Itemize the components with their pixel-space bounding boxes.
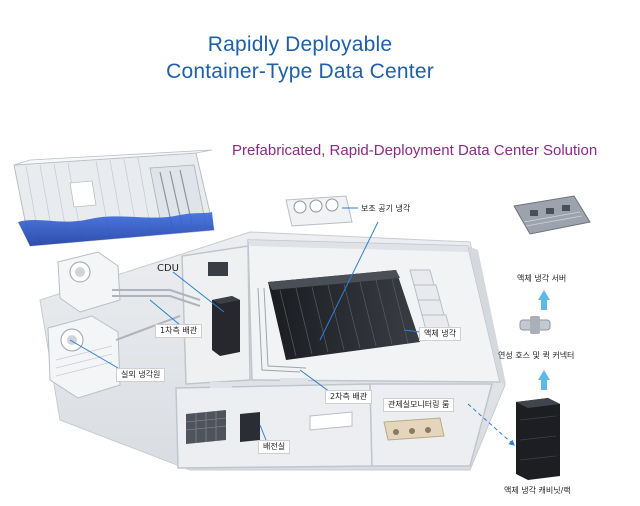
- primary-pipes: [112, 289, 201, 341]
- server-rack-icon: [208, 262, 240, 356]
- label-liquid-cooled-server: 액체 냉각 서버: [517, 274, 567, 283]
- quick-connector-icon: [519, 316, 551, 334]
- leader-lines: [69, 207, 515, 446]
- shipping-container-icon: [13, 149, 215, 247]
- label-aux-air-cooling: 보조 공기 냉각: [361, 204, 411, 213]
- page-subtitle: Prefabricated, Rapid-Deployment Data Cen…: [232, 142, 598, 159]
- electrical-cabinets: [185, 410, 353, 444]
- label-liquid-cooling: 액체 냉각: [419, 327, 461, 341]
- fan-unit-icon: [47, 251, 121, 399]
- flow-arrows: [538, 290, 550, 390]
- control-desks: [383, 417, 445, 441]
- page-title-line2: Container-Type Data Center: [166, 60, 434, 83]
- label-outdoor-cooler: 실외 냉각원: [116, 368, 166, 382]
- server-board-icon: [513, 195, 591, 235]
- label-control-room: 관제실모니터링 룸: [383, 398, 455, 412]
- label-hose-connector: 연성 호스 및 퀵 커넥터: [498, 351, 575, 360]
- label-electrical-room: 배전실: [258, 440, 291, 454]
- label-secondary-piping: 2차측 배관: [325, 390, 373, 404]
- label-liquid-cabinet: 액체 냉각 캐비닛/랙: [504, 486, 571, 495]
- label-cdu: CDU: [157, 263, 180, 274]
- rack-cluster: [257, 270, 420, 373]
- fan-unit-icon: [285, 195, 353, 227]
- label-primary-piping: 1차측 배관: [155, 324, 203, 338]
- server-rack-icon: [516, 398, 560, 480]
- page-title-line1: Rapidly Deployable: [207, 33, 393, 56]
